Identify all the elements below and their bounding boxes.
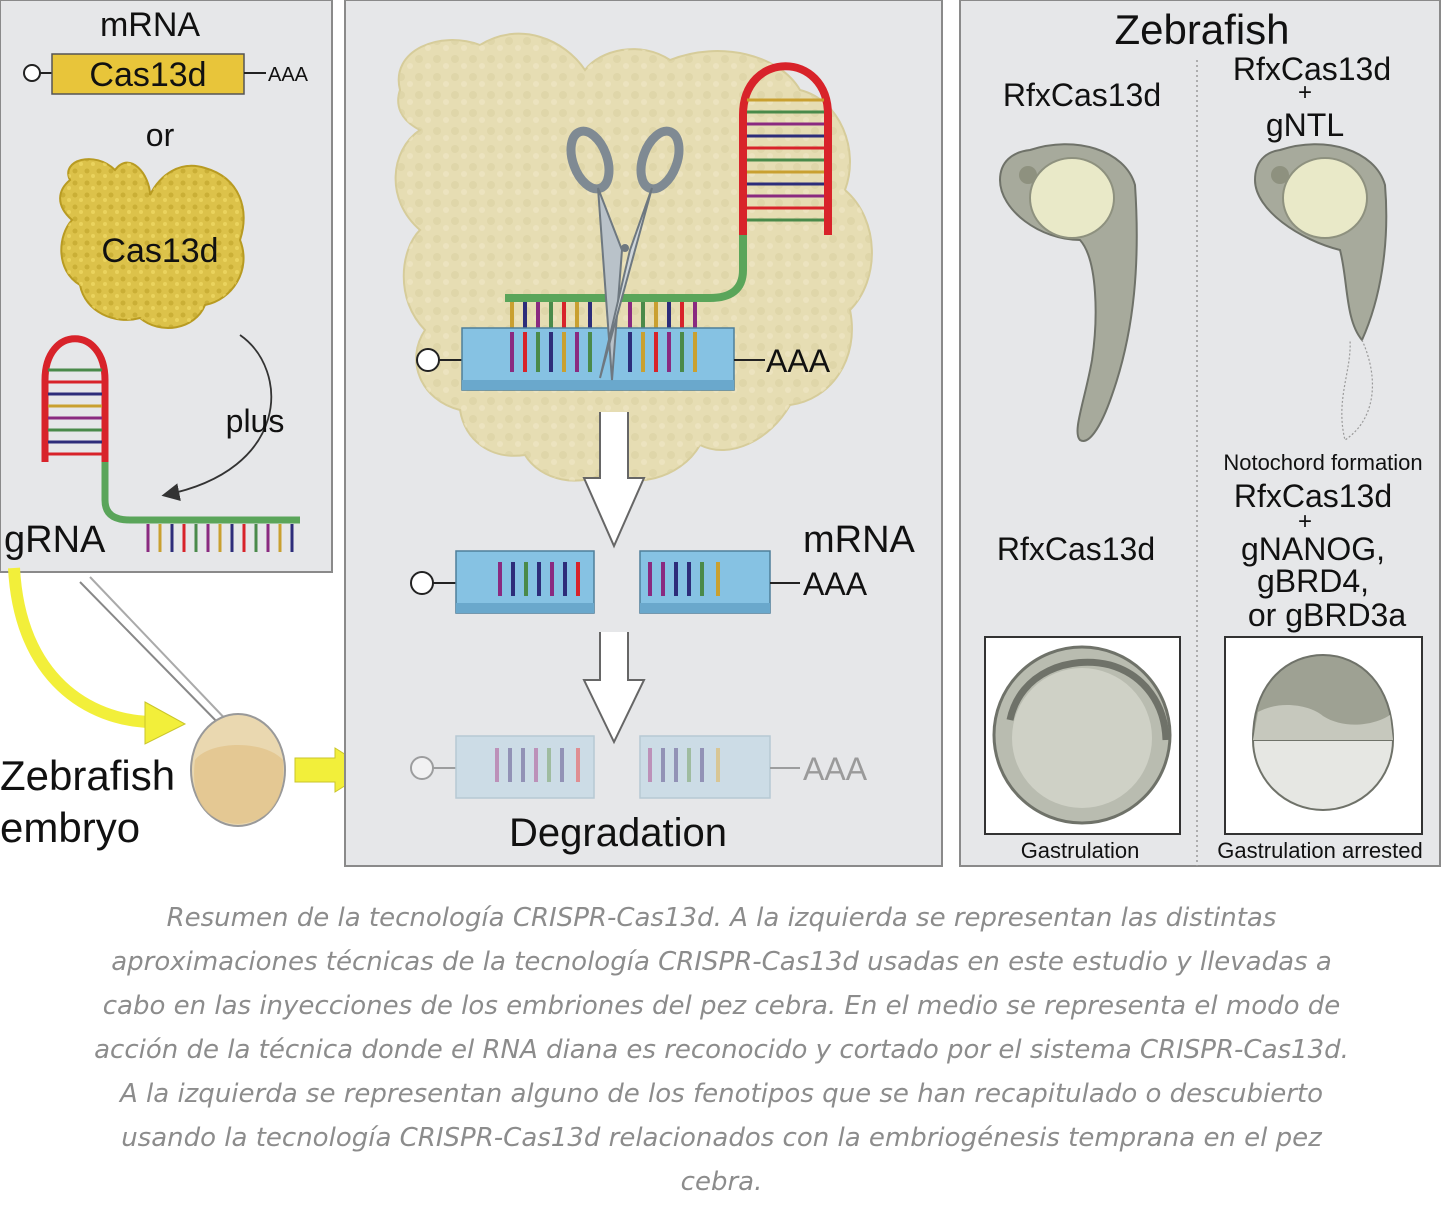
degraded-mrna bbox=[410, 735, 800, 799]
or-label: or bbox=[146, 117, 175, 153]
embryo-label: embryo bbox=[0, 804, 140, 851]
caption-line: aproximaciones técnicas de la tecnología… bbox=[111, 947, 1332, 977]
grna-label: gRNA bbox=[4, 519, 106, 561]
middle-panel: AAA bbox=[344, 0, 943, 867]
caption-line: cabo en las inyecciones de los embriones… bbox=[102, 991, 1341, 1021]
gastrulation-normal-image bbox=[984, 636, 1181, 835]
col2-bottom-line4: gBRD4, bbox=[1257, 563, 1369, 599]
caption-line: Resumen de la tecnología CRISPR-Cas13d. … bbox=[166, 903, 1277, 933]
caption-line: A la izquierda se representan alguno de … bbox=[119, 1079, 1324, 1109]
gastrulation-arrested-label: Gastrulation arrested bbox=[1217, 838, 1422, 863]
col2-top-line2: + bbox=[1298, 79, 1312, 106]
polya-top-label: AAA bbox=[766, 343, 831, 379]
injection-illustration bbox=[8, 567, 371, 827]
cleaved-mrna bbox=[410, 550, 800, 614]
right-panel: Zebrafish RfxCas13d RfxCas13d + gNTL Not… bbox=[959, 0, 1441, 867]
cap-icon bbox=[23, 64, 41, 82]
mrna-label-middle: mRNA bbox=[803, 519, 916, 561]
grna-hairpin-icon bbox=[41, 335, 300, 552]
left-panel: mRNA Cas13d AAA or Cas13d plus bbox=[0, 0, 333, 573]
zebrafish-larva-icon-normal bbox=[998, 143, 1138, 442]
gastrulation-label: Gastrulation bbox=[1021, 838, 1140, 863]
yellow-curved-arrow-icon bbox=[8, 567, 151, 728]
col1-bottom-label: RfxCas13d bbox=[997, 531, 1155, 567]
needle-icon bbox=[79, 581, 226, 731]
cas13d-protein-icon bbox=[59, 158, 245, 329]
scissors-icon bbox=[566, 126, 684, 381]
cas13d-protein-label: Cas13d bbox=[101, 232, 218, 270]
col2-top-line3: gNTL bbox=[1266, 107, 1344, 143]
down-arrow-icon-1 bbox=[582, 412, 646, 549]
down-arrow-icon-2 bbox=[582, 632, 646, 745]
mrna-label: mRNA bbox=[100, 6, 200, 44]
col2-bottom-line5: or gBRD3a bbox=[1248, 597, 1407, 633]
polya-mid-label: AAA bbox=[803, 566, 868, 602]
plus-label: plus bbox=[226, 403, 285, 439]
figure-caption: Resumen de la tecnología CRISPR-Cas13d. … bbox=[0, 896, 1443, 1204]
col2-bottom-line2: + bbox=[1298, 508, 1312, 535]
col2-bottom-line3: gNANOG, bbox=[1241, 531, 1385, 567]
cas13d-mrna-label: Cas13d bbox=[89, 56, 206, 94]
cas13d-mrna-construct: Cas13d AAA bbox=[23, 53, 309, 95]
degradation-label: Degradation bbox=[509, 811, 727, 855]
caption-line: acción de la técnica donde el RNA diana … bbox=[94, 1035, 1349, 1065]
grna-hairpin-large-icon bbox=[505, 62, 832, 330]
col2-top-line1: RfxCas13d bbox=[1233, 51, 1391, 87]
right-panel-title: Zebrafish bbox=[1114, 6, 1289, 53]
col1-top-label: RfxCas13d bbox=[1003, 77, 1161, 113]
zebrafish-larva-icon-gntl bbox=[1253, 143, 1388, 441]
crispr-cas13d-figure: mRNA Cas13d AAA or Cas13d plus bbox=[0, 0, 1441, 867]
target-mrna-top bbox=[416, 327, 765, 391]
zebrafish-label: Zebrafish bbox=[0, 752, 175, 799]
gastrulation-arrested-image bbox=[1224, 636, 1423, 835]
col2-bottom-line1: RfxCas13d bbox=[1234, 478, 1392, 514]
polya-label: AAA bbox=[268, 64, 309, 86]
plus-arrow-icon bbox=[161, 334, 272, 501]
polya-bottom-label: AAA bbox=[803, 751, 868, 787]
notochord-label: Notochord formation bbox=[1223, 450, 1422, 475]
caption-line: usando la tecnología CRISPR-Cas13d relac… bbox=[121, 1123, 1322, 1153]
caption-line: cebra. bbox=[680, 1167, 763, 1197]
